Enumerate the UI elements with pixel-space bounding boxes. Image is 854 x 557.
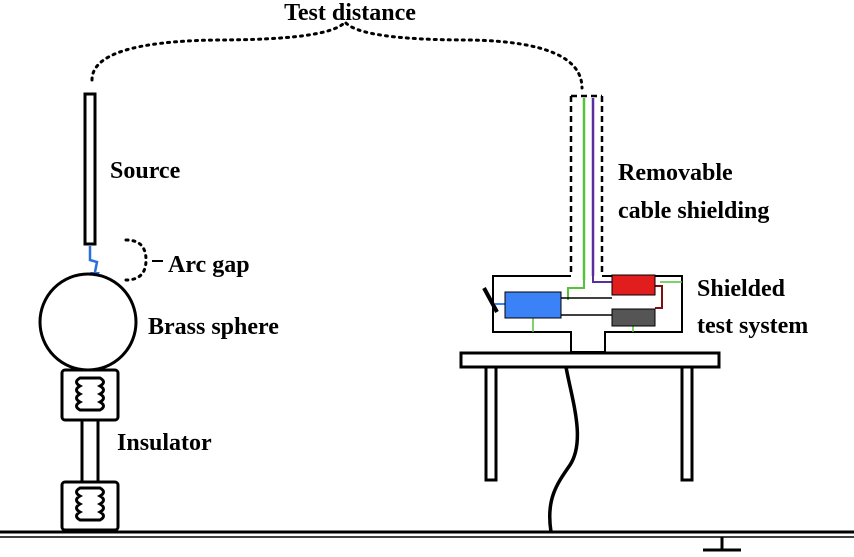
table-leg-right (680, 365, 694, 482)
shielded-test-system-label-line2: test system (697, 313, 808, 339)
insulator-stem (80, 418, 100, 484)
source-label: Source (110, 158, 181, 184)
antenna (482, 287, 499, 313)
brass-sphere (38, 272, 138, 372)
removable-shielding-label-line2: cable shielding (618, 198, 769, 224)
removable-shielding-label-line1: Removable (618, 160, 733, 186)
ground-symbol (703, 537, 741, 552)
table-top (459, 351, 721, 369)
insulator-upper-bellows (75, 376, 105, 412)
arc-gap-bracket (124, 238, 148, 282)
insulator-label: Insulator (117, 430, 212, 456)
brass-sphere-label: Brass sphere (148, 314, 279, 340)
gray-component (611, 308, 656, 327)
test-distance-brace (90, 19, 584, 90)
table (459, 351, 721, 482)
wire-dark-red (655, 285, 663, 309)
arc-spark (88, 246, 99, 273)
source-rod (83, 92, 97, 246)
arc-gap-label: Arc gap (168, 252, 250, 278)
removable-cable-shielding (569, 94, 604, 276)
table-leg-left (484, 365, 498, 482)
insulator (60, 368, 120, 532)
red-component (611, 274, 656, 296)
wire-purple-inner (592, 276, 612, 283)
test-distance-label: Test distance (284, 0, 416, 26)
blue-component (504, 291, 562, 319)
wire-green-inner (567, 280, 585, 300)
ground-cable (548, 366, 580, 533)
insulator-lower-bellows (75, 486, 105, 522)
shielded-test-system-label-line1: Shielded (697, 276, 786, 302)
